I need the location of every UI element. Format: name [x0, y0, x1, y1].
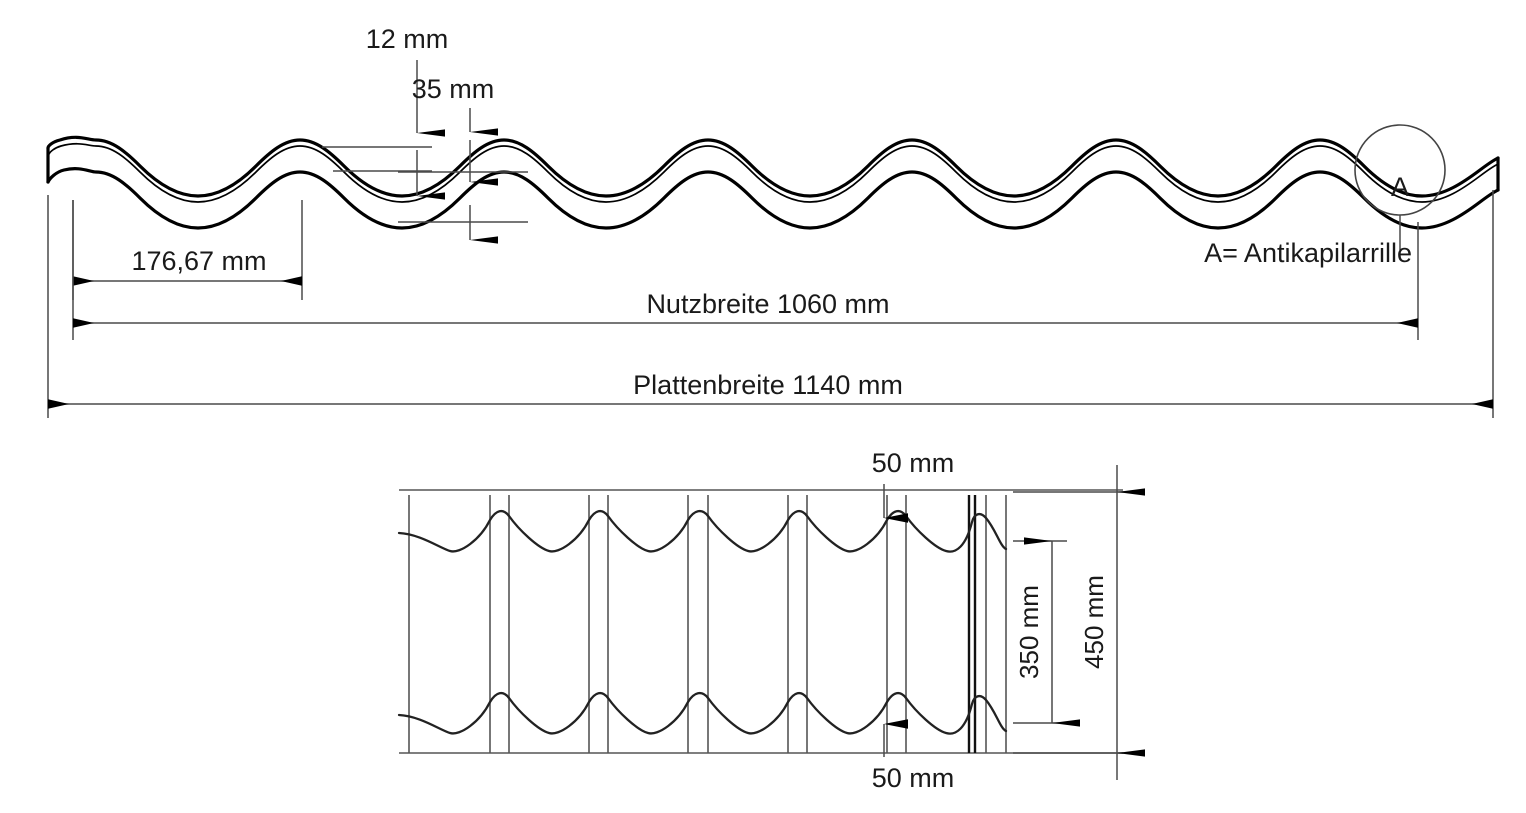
detail-legend-label: A= Antikapilarrille	[1204, 238, 1412, 268]
profile-top-thickness-line	[48, 142, 1499, 203]
plan-bottom-wave	[397, 691, 1008, 735]
plan-vertical-lines	[408, 495, 1007, 753]
dim-50mm-bottom-label: 50 mm	[872, 763, 955, 793]
dim-35mm-label: 35 mm	[412, 74, 495, 104]
nutzbreite-label: Nutzbreite 1060 mm	[646, 289, 889, 319]
profile-bottom-surface	[46, 167, 1500, 230]
profile-top-surface	[46, 135, 1500, 198]
plattenbreite-label: Plattenbreite 1140 mm	[633, 370, 903, 400]
dim-50mm-top-label: 50 mm	[872, 448, 955, 478]
dim-350mm-label: 350 mm	[1014, 585, 1044, 679]
detail-marker-a: A	[1391, 172, 1409, 202]
plan-view: 50 mm 50 mm 350 mm 450 mm	[397, 448, 1145, 793]
dim-12mm-label: 12 mm	[366, 24, 449, 54]
profile-cross-section: 12 mm 35 mm A A= Antikapilarrille 176,67…	[46, 24, 1500, 418]
dim-450mm-label: 450 mm	[1079, 575, 1109, 669]
pitch-label: 176,67 mm	[131, 246, 266, 276]
plan-top-wave	[397, 509, 1008, 553]
